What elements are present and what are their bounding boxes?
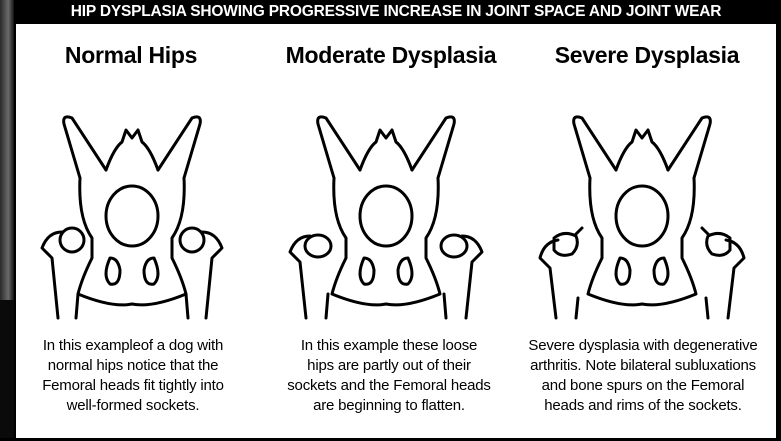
desc-line: In this exampleof a dog with — [8, 336, 258, 356]
desc-moderate-dysplasia: In this example these loose hips are par… — [264, 336, 514, 416]
pelvis-normal-svg — [22, 108, 242, 328]
title-normal-hips: Normal Hips — [6, 42, 256, 69]
desc-line: In this example these loose — [264, 336, 514, 356]
desc-line: and bone spurs on the Femoral — [508, 376, 778, 396]
desc-severe-dysplasia: Severe dysplasia with degenerative arthr… — [508, 336, 778, 416]
desc-line: sockets and the Femoral heads — [264, 376, 514, 396]
pelvis-moderate-illustration — [276, 108, 496, 328]
desc-line: arthritis. Note bilateral subluxations — [508, 356, 778, 376]
desc-line: Femoral heads fit tightly into — [8, 376, 258, 396]
desc-line: normal hips notice that the — [8, 356, 258, 376]
pelvis-severe-illustration — [532, 108, 752, 328]
pelvis-severe-svg — [532, 108, 752, 328]
banner-title: HIP DYSPLASIA SHOWING PROGRESSIVE INCREA… — [16, 0, 776, 24]
pelvis-moderate-svg — [276, 108, 496, 328]
title-severe-dysplasia: Severe Dysplasia — [522, 42, 772, 69]
desc-line: are beginning to flatten. — [264, 396, 514, 416]
title-moderate-dysplasia: Moderate Dysplasia — [266, 42, 516, 69]
desc-line: hips are partly out of their — [264, 356, 514, 376]
diagram-panel: HIP DYSPLASIA SHOWING PROGRESSIVE INCREA… — [14, 0, 779, 441]
pelvis-normal-illustration — [22, 108, 242, 328]
desc-normal-hips: In this exampleof a dog with normal hips… — [8, 336, 258, 416]
desc-line: Severe dysplasia with degenerative — [508, 336, 778, 356]
desc-line: well-formed sockets. — [8, 396, 258, 416]
desc-line: heads and rims of the sockets. — [508, 396, 778, 416]
